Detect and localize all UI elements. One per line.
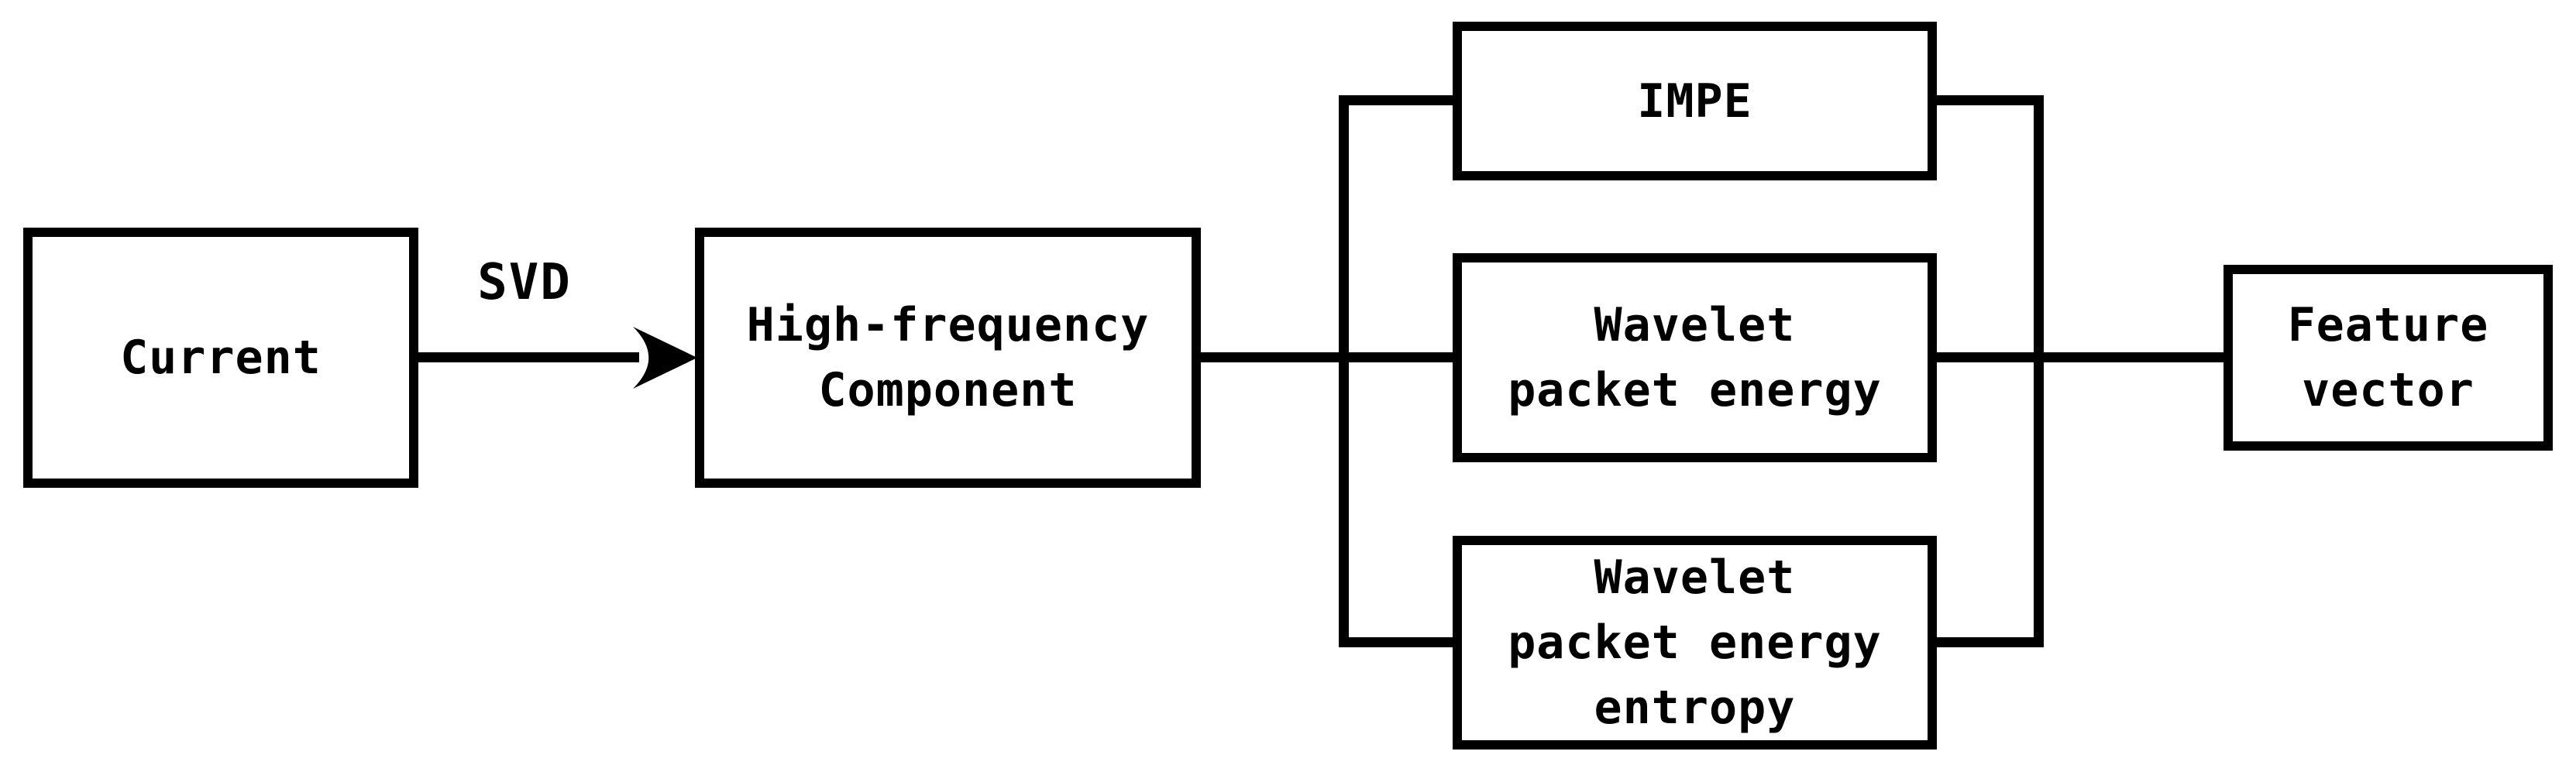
wavelet-packet-energy-node: Wavelet packet energy	[1453, 253, 1937, 462]
edge-current-to-highfrequency	[418, 352, 639, 362]
high-frequency-component-node: High-frequency Component	[695, 228, 1201, 488]
edge-branch-to-impe	[1339, 95, 1453, 105]
wavelet-packet-energy-entropy-node: Wavelet packet energy entropy	[1453, 536, 1937, 750]
wavelet-packet-energy-entropy-node-label: Wavelet packet energy entropy	[1508, 551, 1882, 735]
impe-node-label: IMPE	[1637, 74, 1752, 129]
edge-entropy-to-rail	[1937, 637, 2044, 647]
svd-edge-label: SVD	[477, 254, 572, 311]
edge-highfrequency-to-branch	[1201, 352, 1453, 362]
wavelet-packet-energy-node-label: Wavelet packet energy	[1508, 298, 1882, 417]
impe-node: IMPE	[1453, 22, 1937, 180]
edge-impe-to-rail	[1937, 95, 2044, 105]
feature-vector-node-label: Feature vector	[2287, 298, 2489, 417]
edge-branch-to-featurevector	[1937, 352, 2223, 362]
branch-rail-left	[1339, 95, 1349, 647]
high-frequency-component-node-label: High-frequency Component	[746, 298, 1150, 417]
current-node: Current	[23, 228, 418, 488]
current-node-label: Current	[120, 331, 322, 385]
edge-branch-to-entropy	[1339, 637, 1453, 647]
arrowhead-icon	[633, 327, 697, 389]
feature-vector-node: Feature vector	[2223, 265, 2553, 451]
branch-rail-right	[2034, 95, 2044, 647]
